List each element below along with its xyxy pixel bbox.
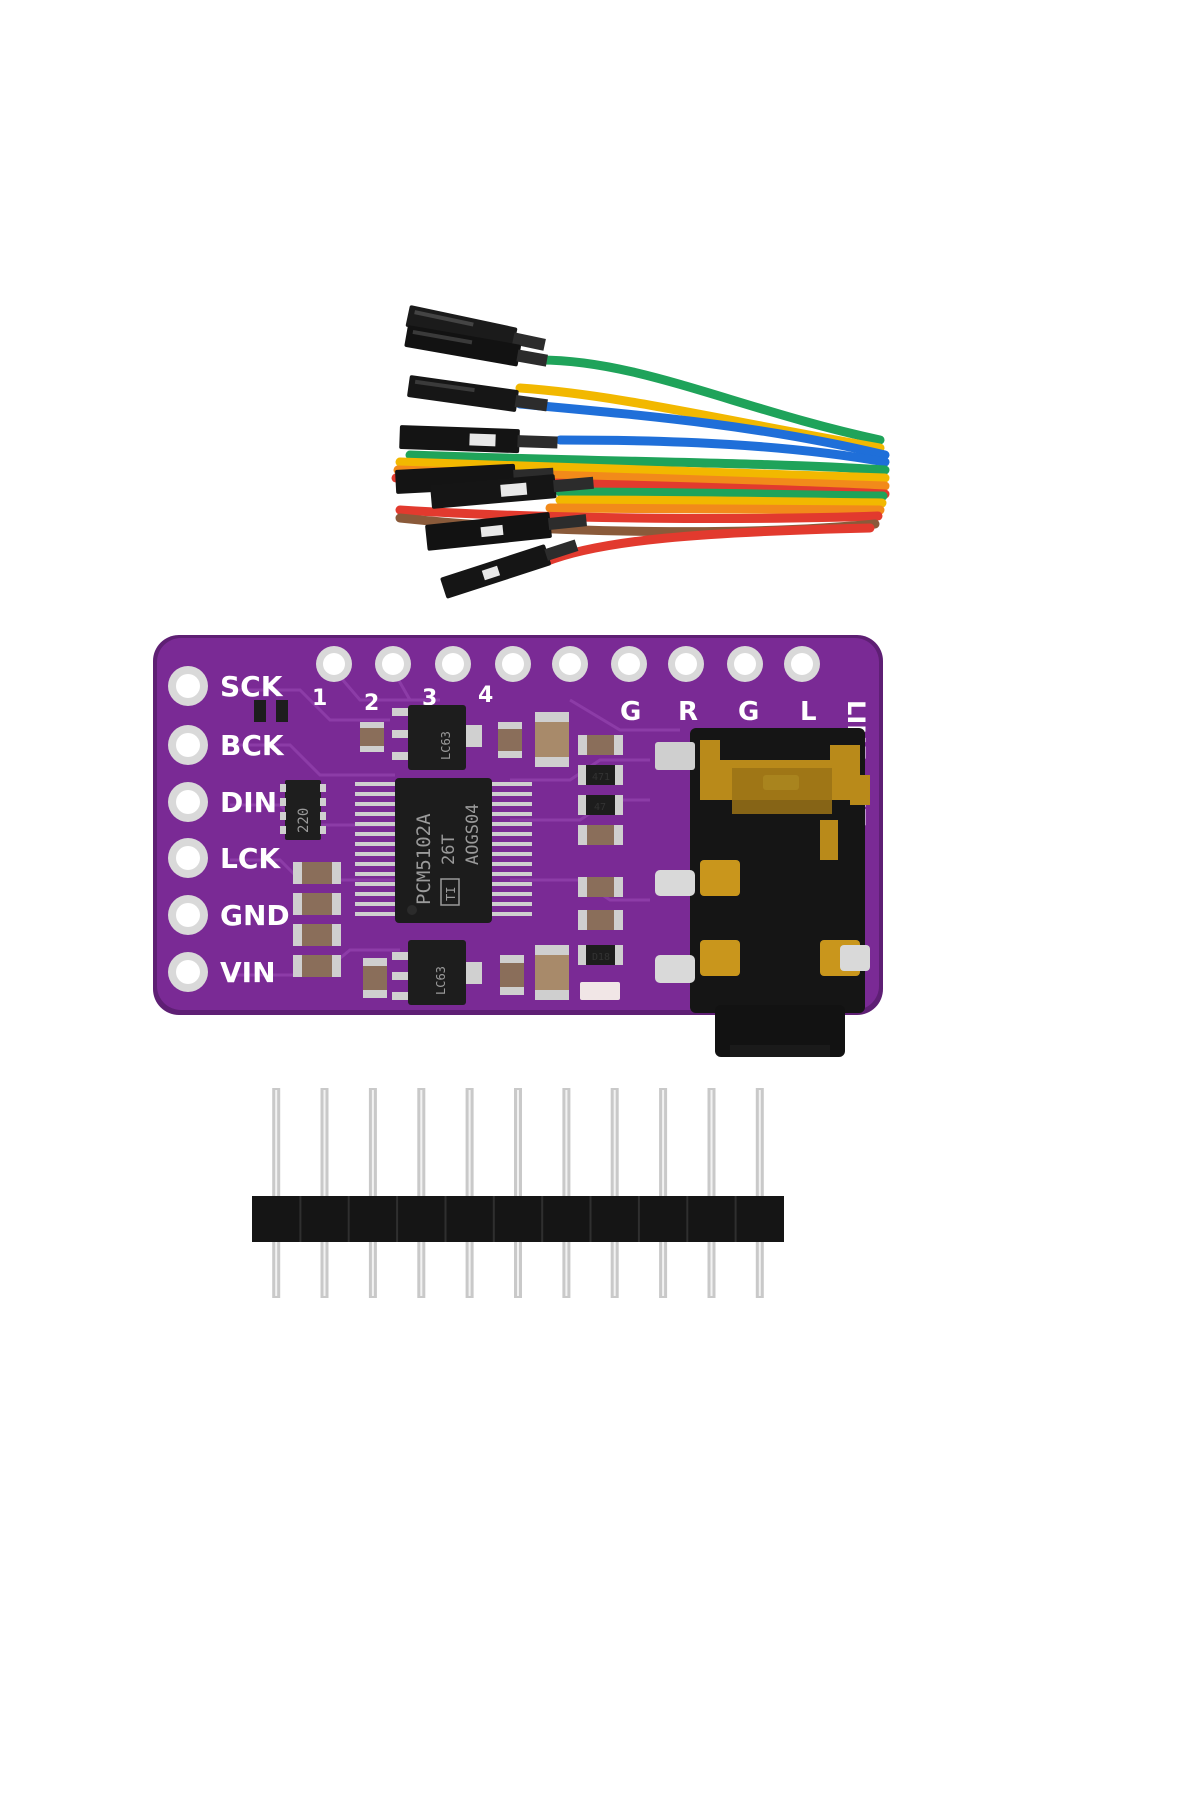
resistor-mark-471: 471 bbox=[592, 772, 610, 783]
small-resistors-left bbox=[254, 700, 288, 722]
label-sck: SCK bbox=[220, 670, 284, 703]
label-lck: LCK bbox=[220, 842, 281, 875]
label-num-4: 4 bbox=[478, 683, 493, 708]
jumper-wire-bundle bbox=[391, 305, 890, 599]
tantalum-bottom bbox=[535, 945, 569, 1000]
label-out-l: L bbox=[800, 697, 817, 727]
header-pins bbox=[272, 1088, 764, 1298]
pad-vin bbox=[168, 952, 208, 992]
wire-green-2 bbox=[555, 487, 888, 501]
pad-gnd bbox=[168, 895, 208, 935]
pad-bck bbox=[168, 725, 208, 765]
header-divider bbox=[686, 1196, 689, 1242]
product-photo: SCK BCK DIN LCK GND VIN 1 2 3 4 G R G L … bbox=[153, 305, 890, 1298]
wire-connector-1 bbox=[405, 305, 546, 351]
tantalum-top bbox=[535, 712, 569, 767]
wire-connector-4 bbox=[399, 425, 558, 454]
header-pin-shine bbox=[758, 1090, 761, 1296]
resistor-mark-47: 47 bbox=[594, 802, 606, 813]
wire-connector-2 bbox=[404, 325, 548, 367]
header-pin-shine bbox=[613, 1090, 616, 1296]
cap-top-mid bbox=[498, 722, 522, 758]
wire-connector-7 bbox=[425, 512, 587, 551]
header-pin-shine bbox=[323, 1090, 326, 1296]
chip-pins-left bbox=[355, 782, 397, 916]
chip-marking-line1: PCM5102A bbox=[413, 813, 435, 905]
label-out-g2: G bbox=[738, 697, 759, 727]
wire-connector-8 bbox=[440, 539, 579, 599]
cap-bottom-left bbox=[363, 958, 387, 998]
wire-yellow-2 bbox=[395, 457, 890, 483]
header-pin-shine bbox=[420, 1090, 423, 1296]
dac-chip: PCM5102A 26T AOGS04 TI bbox=[355, 778, 532, 923]
header-pin-shine bbox=[517, 1090, 519, 1296]
wire-connector-6 bbox=[430, 474, 594, 509]
header-divider bbox=[541, 1196, 544, 1242]
pin-header-strip bbox=[252, 1088, 784, 1298]
resistor-mark-d18: D18 bbox=[592, 952, 610, 963]
regulator-mark-2: LC63 bbox=[434, 966, 448, 995]
wire-blue-top bbox=[515, 399, 890, 460]
header-pin-shine bbox=[710, 1090, 713, 1296]
wire-red-2 bbox=[395, 505, 883, 523]
chip-body bbox=[395, 778, 492, 923]
dac-board: SCK BCK DIN LCK GND VIN 1 2 3 4 G R G L … bbox=[153, 635, 883, 1057]
right-passive-column bbox=[578, 735, 623, 1000]
wire-green-top bbox=[535, 355, 885, 445]
header-pin-shine bbox=[662, 1090, 665, 1296]
cap-bottom-mid bbox=[500, 955, 524, 995]
header-pin-shine bbox=[275, 1090, 278, 1296]
wire-green bbox=[405, 450, 890, 475]
regulator-top: LC63 bbox=[392, 705, 482, 770]
cap-top-left bbox=[360, 722, 384, 752]
label-num-3: 3 bbox=[422, 686, 437, 711]
label-gnd: GND bbox=[220, 899, 290, 932]
top-pin-pads bbox=[316, 646, 820, 682]
header-pin-shine bbox=[565, 1090, 568, 1296]
header-dividers bbox=[299, 1196, 737, 1242]
label-num-1: 1 bbox=[312, 686, 327, 711]
resistor-network-mark: 220 bbox=[296, 808, 312, 833]
passive-components: 471 47 D18 bbox=[254, 700, 623, 1000]
header-divider bbox=[492, 1196, 495, 1242]
header-divider bbox=[589, 1196, 592, 1242]
header-divider bbox=[734, 1196, 737, 1242]
label-din: DIN bbox=[220, 786, 277, 819]
pad-sck bbox=[168, 666, 208, 706]
label-num-2: 2 bbox=[364, 691, 379, 716]
regulator-bottom: LC63 bbox=[392, 940, 482, 1005]
header-plastic bbox=[252, 1196, 784, 1242]
header-divider bbox=[347, 1196, 350, 1242]
resistor-network: 220 bbox=[280, 780, 326, 840]
header-pin-shine bbox=[371, 1090, 374, 1296]
label-bck: BCK bbox=[220, 729, 285, 762]
left-pin-pads bbox=[168, 666, 208, 992]
chip-marking-line2: 26T bbox=[439, 834, 459, 865]
regulator-mark: LC63 bbox=[439, 731, 453, 760]
label-out-r: R bbox=[678, 697, 698, 727]
wire-yellow-3 bbox=[555, 495, 887, 508]
header-divider bbox=[637, 1196, 640, 1242]
cap-left-column bbox=[293, 862, 341, 977]
audio-jack bbox=[650, 728, 870, 1057]
header-divider bbox=[444, 1196, 447, 1242]
chip-marking-line3: AOGS04 bbox=[463, 804, 483, 865]
chip-logo: TI bbox=[444, 887, 458, 901]
label-vin: VIN bbox=[220, 956, 276, 989]
wire-orange-2 bbox=[545, 503, 885, 515]
chip-pins-right bbox=[490, 782, 532, 916]
header-divider bbox=[299, 1196, 302, 1242]
label-out-g1: G bbox=[620, 697, 641, 727]
wire-red-bottom bbox=[540, 523, 875, 567]
pad-lck bbox=[168, 838, 208, 878]
wire-connector-3 bbox=[407, 375, 548, 412]
pad-din bbox=[168, 782, 208, 822]
header-divider bbox=[396, 1196, 399, 1242]
header-pin-shine bbox=[468, 1090, 471, 1296]
wire-blue bbox=[555, 435, 890, 467]
